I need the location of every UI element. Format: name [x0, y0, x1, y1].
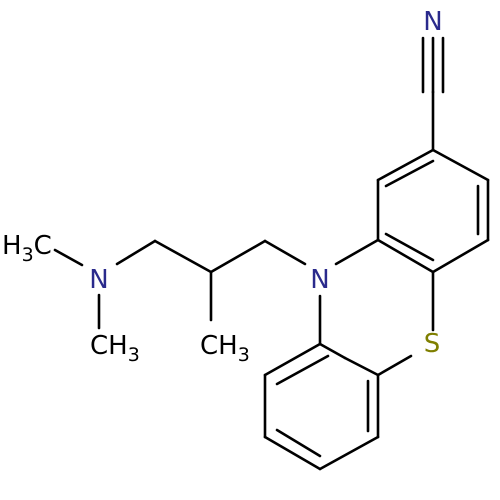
ring-nitrogen-label: N: [310, 265, 329, 295]
left-benzene-ring: [263, 342, 380, 471]
right-benzene-ring: [376, 148, 490, 274]
central-thiazine-ring: [318, 238, 435, 377]
nitrile-triple-bond: [421, 36, 445, 94]
amine-nitrogen-label: N: [89, 265, 108, 295]
amine-methyl-label: CH3: [90, 331, 140, 366]
nitrile-nitrogen-label: N: [423, 7, 442, 37]
branch-methyl-label: CH3: [200, 331, 250, 366]
propyl-side-chain: [53, 239, 307, 330]
left-methyl-label: H3C: [2, 231, 52, 266]
ring-sulfur-label: S: [424, 329, 441, 359]
